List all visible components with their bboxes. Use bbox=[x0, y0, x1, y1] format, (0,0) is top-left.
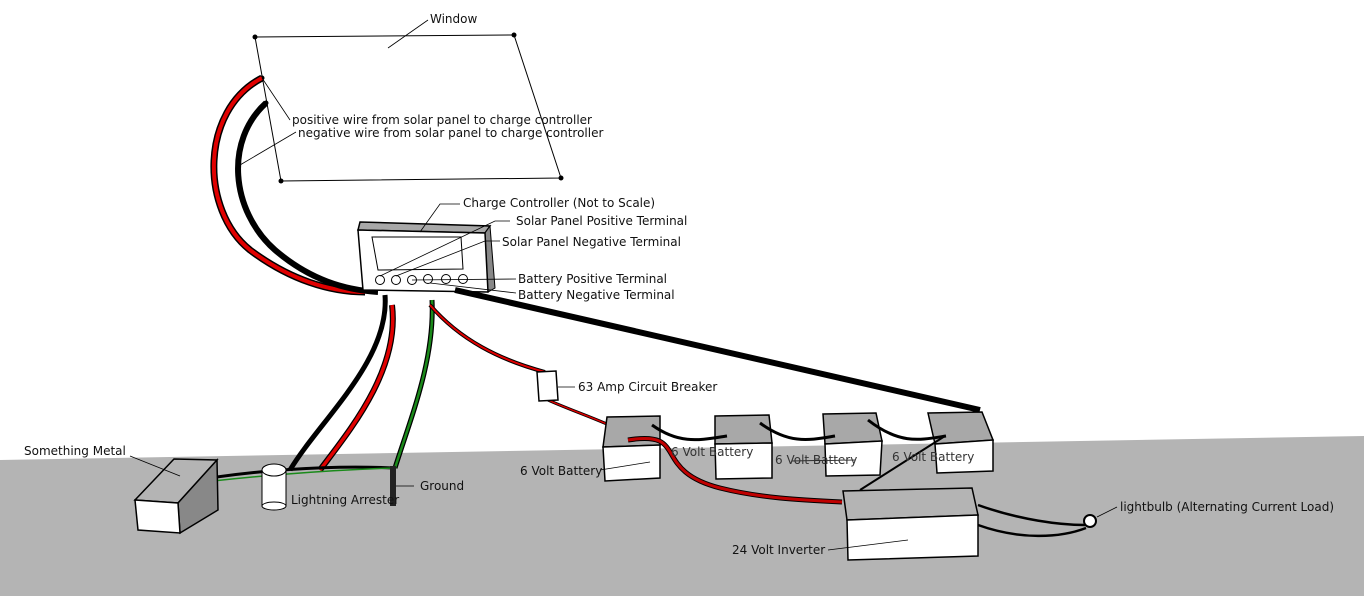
inverter bbox=[842, 487, 979, 561]
label-window: Window bbox=[430, 12, 478, 26]
battery-2 bbox=[714, 414, 773, 480]
label-lightning-arrester: Lightning Arrester bbox=[291, 493, 399, 507]
battery-negative-wire bbox=[454, 287, 981, 413]
circuit-breaker bbox=[536, 370, 559, 402]
label-battery-1: 6 Volt Battery bbox=[520, 464, 602, 478]
window-panel bbox=[254, 34, 562, 182]
lightning-arrester bbox=[261, 463, 287, 511]
label-solar-negative-terminal: Solar Panel Negative Terminal bbox=[502, 235, 681, 249]
label-positive-wire: positive wire from solar panel to charge… bbox=[292, 113, 592, 127]
label-inverter: 24 Volt Inverter bbox=[732, 543, 825, 557]
label-charge-controller: Charge Controller (Not to Scale) bbox=[463, 196, 655, 210]
battery-1 bbox=[602, 415, 661, 482]
label-battery-positive-terminal: Battery Positive Terminal bbox=[518, 272, 667, 286]
ground-rod bbox=[390, 466, 396, 506]
negative-panel-wire bbox=[235, 100, 379, 295]
label-circuit-breaker: 63 Amp Circuit Breaker bbox=[578, 380, 717, 394]
floor-plane bbox=[0, 436, 1364, 596]
label-battery-4: 6 Volt Battery bbox=[892, 450, 974, 464]
battery-3 bbox=[822, 412, 883, 477]
label-ground: Ground bbox=[420, 479, 464, 493]
label-something-metal: Something Metal bbox=[24, 444, 126, 458]
label-negative-wire: negative wire from solar panel to charge… bbox=[298, 126, 603, 140]
red-arrester-wire bbox=[318, 304, 395, 472]
battery-positive-wire bbox=[429, 304, 546, 373]
label-battery-negative-terminal: Battery Negative Terminal bbox=[518, 288, 675, 302]
black-ground-wire bbox=[287, 294, 388, 472]
label-battery-3: 6 Volt Battery bbox=[775, 453, 857, 467]
green-ground-wire bbox=[393, 299, 434, 469]
label-lightbulb: lightbulb (Alternating Current Load) bbox=[1120, 500, 1334, 514]
label-solar-positive-terminal: Solar Panel Positive Terminal bbox=[516, 214, 687, 228]
lightbulb bbox=[1083, 514, 1097, 528]
charge-controller bbox=[357, 221, 496, 293]
something-metal-box bbox=[133, 458, 219, 535]
label-battery-2: 6 Volt Battery bbox=[671, 445, 753, 459]
